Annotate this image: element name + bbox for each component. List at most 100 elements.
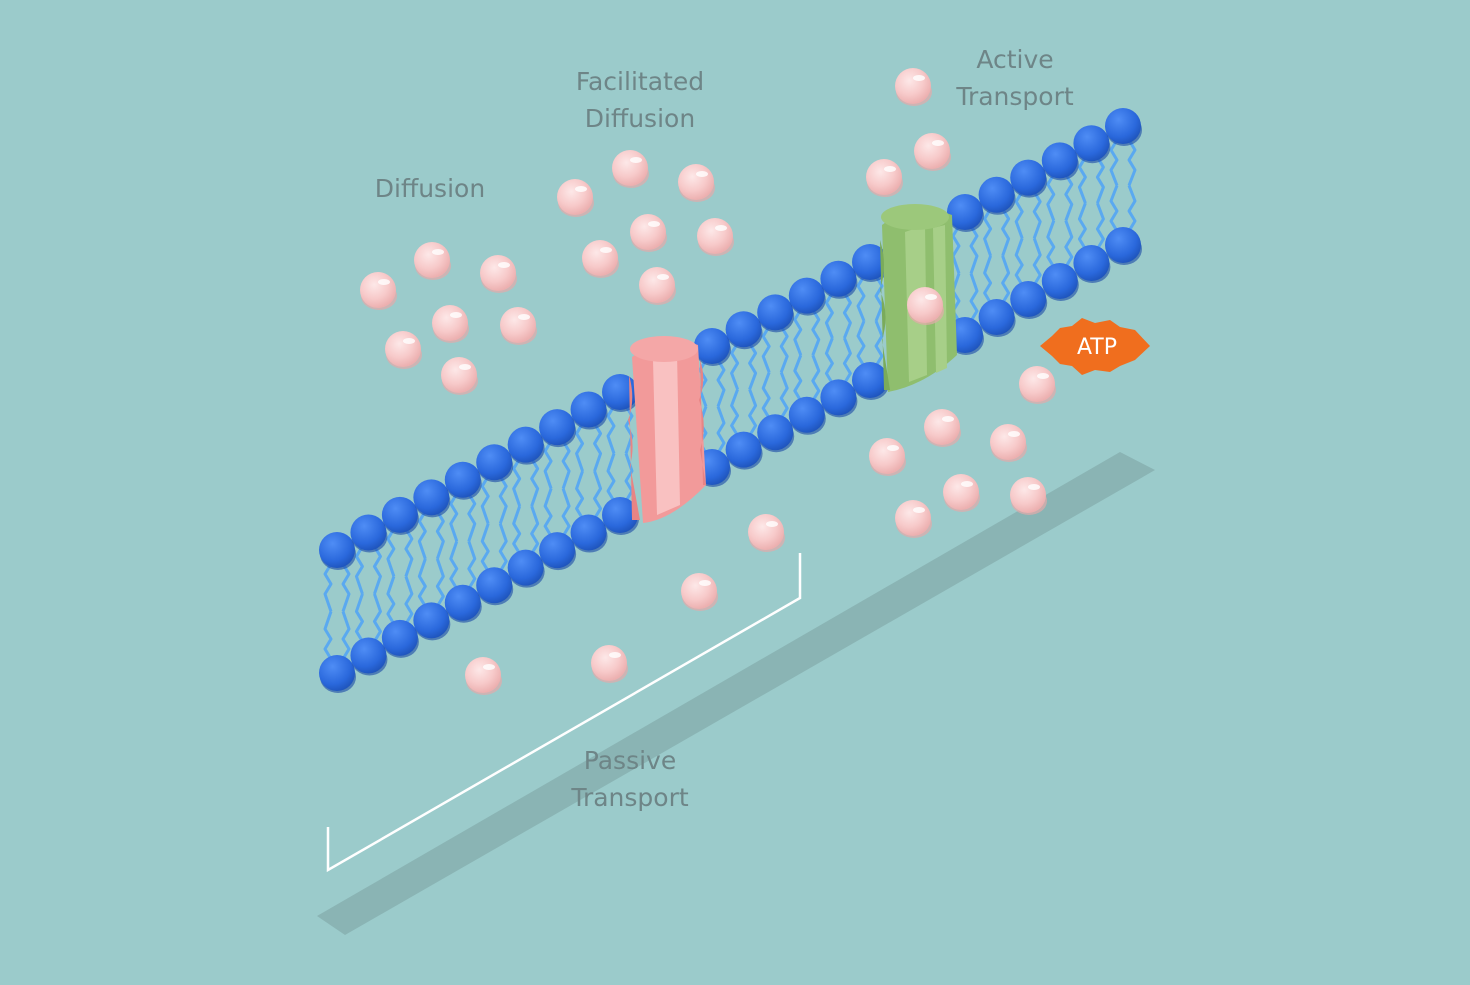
lipid-tail (1095, 156, 1105, 204)
lipid-tail (842, 292, 852, 339)
passive-label-line1: Passive (583, 746, 677, 775)
membrane-section (694, 244, 889, 487)
phospholipid-head (757, 294, 794, 331)
lipid-tail (575, 422, 585, 472)
atp-burst-icon: ATP (1040, 318, 1150, 375)
molecule (924, 409, 961, 447)
active-label-line2: Transport (956, 82, 1074, 111)
lipid-tail (323, 611, 333, 660)
atp-badge (1040, 318, 1150, 375)
molecule (639, 267, 676, 305)
lipid-tail (1064, 173, 1074, 222)
phospholipid-head (788, 277, 825, 314)
lipid-tail (606, 453, 616, 502)
lipid-tail (530, 505, 540, 555)
lipid-tail (512, 457, 522, 507)
molecule (465, 657, 502, 695)
phospholipid-head (507, 426, 544, 463)
molecules (360, 68, 1056, 695)
molecule (582, 240, 619, 278)
lipid-tail (1077, 202, 1087, 250)
lipid-tail (449, 493, 459, 542)
lipid-tail (874, 275, 884, 322)
lipid-tail (561, 440, 571, 490)
lipid-tail (983, 208, 993, 257)
channel-protein-icon (628, 336, 706, 523)
molecule (630, 214, 667, 252)
lipid-tail (761, 325, 771, 373)
lipid-tail (874, 320, 884, 367)
molecule (385, 331, 422, 369)
molecule (480, 255, 517, 293)
membrane-section (319, 374, 639, 693)
lipid-tails (951, 139, 1137, 322)
phospholipid-head (319, 655, 355, 691)
lipid-tail (543, 440, 553, 490)
lipid-tail (1077, 156, 1087, 204)
lipid-tail (1001, 255, 1011, 304)
phospholipid-head (1041, 263, 1078, 299)
active-transport-label: Active Transport (930, 41, 1100, 115)
lipid-tail (761, 371, 771, 419)
lipid-tail (748, 342, 758, 390)
phospholipid-head (476, 567, 513, 604)
passive-transport-bracket (326, 553, 802, 873)
lipid-tail (779, 325, 789, 373)
molecule (748, 514, 785, 552)
phospholipid-head (444, 461, 481, 498)
lipid-tail (1109, 139, 1119, 187)
molecule (869, 438, 906, 476)
phospholipid-head (413, 602, 450, 639)
molecule (432, 305, 469, 343)
lipid-tail (512, 505, 522, 555)
lipid-tail (417, 510, 427, 560)
lipid-tail (1014, 237, 1024, 286)
phospholipid-head (978, 176, 1015, 213)
molecule (697, 218, 734, 256)
molecule (500, 307, 537, 345)
lipid-tail (856, 320, 866, 367)
lipid-tail (811, 308, 821, 356)
lipid-tail (354, 545, 364, 595)
lipid-tail (730, 388, 740, 437)
lipid-tail (856, 275, 866, 322)
lipid-tail (748, 388, 758, 437)
lipid-tail (1127, 139, 1137, 187)
phospholipid-head (1041, 142, 1078, 179)
phospholipid-head (725, 311, 762, 348)
molecule (914, 133, 951, 171)
lipid-tail (593, 422, 603, 472)
phospholipid-head (319, 532, 355, 568)
diffusion-label: Diffusion (350, 170, 510, 207)
phospholipid-head (757, 414, 794, 451)
lipid-tail (824, 337, 834, 385)
molecule (1010, 477, 1047, 515)
lipid-tail (480, 523, 490, 572)
phospholipid-head (1010, 281, 1047, 317)
lipid-tail (575, 470, 585, 520)
phospholipid-bilayer (319, 108, 1142, 693)
lipid-tail (1109, 184, 1119, 232)
phospholipid-head (539, 409, 576, 446)
lipid-tail (449, 540, 459, 590)
lipid-tail (561, 488, 571, 537)
phospholipid-head (852, 362, 888, 398)
facilitated-label-line1: Facilitated (575, 67, 705, 96)
lipid-tail (404, 528, 414, 577)
molecule (895, 500, 932, 538)
lipid-tail (372, 545, 382, 595)
lipid-tail (1032, 190, 1042, 239)
lipid-tail (779, 371, 789, 419)
lipid-tail (386, 528, 396, 577)
molecule (895, 68, 932, 106)
lipid-tail (698, 359, 708, 408)
phospholipid-head (1010, 159, 1047, 196)
lipid-tail (1032, 237, 1042, 286)
phospholipid-head (1105, 108, 1141, 144)
molecule (943, 474, 980, 512)
lipid-tail (543, 488, 553, 537)
lipid-tail (951, 225, 961, 274)
lipid-tail (386, 575, 396, 625)
lipid-tail (341, 563, 351, 612)
lipid-tail (417, 558, 427, 608)
